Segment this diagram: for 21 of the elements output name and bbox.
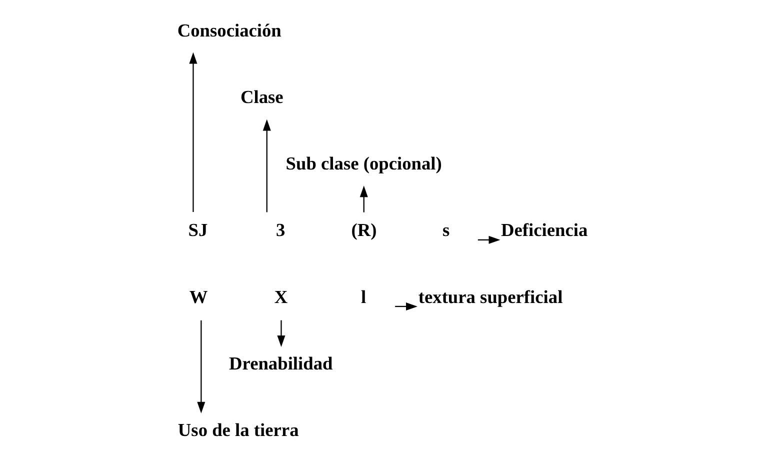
- node-text: Clase: [240, 87, 284, 108]
- arrow: [189, 52, 198, 212]
- node-text: Drenabilidad: [229, 353, 333, 374]
- node-text: W: [189, 286, 208, 307]
- node-text: 3: [276, 220, 286, 240]
- node-text: Deficiencia: [501, 220, 588, 240]
- arrow: [262, 119, 271, 212]
- arrow: [277, 320, 286, 347]
- arrow: [197, 320, 206, 414]
- node-text: Sub clase (opcional): [286, 154, 442, 174]
- arrow: [360, 186, 368, 212]
- node-text: l: [360, 286, 366, 307]
- arrow: [478, 236, 500, 244]
- node-text: Uso de la tierra: [178, 420, 299, 440]
- node-text: (R): [351, 220, 377, 240]
- node-text: SJ: [188, 220, 208, 240]
- arrow: [395, 302, 418, 310]
- node-text: X: [274, 286, 288, 307]
- node-text: s: [442, 220, 450, 240]
- node-text: Consociación: [177, 20, 282, 40]
- node-text: textura superficial: [418, 286, 563, 307]
